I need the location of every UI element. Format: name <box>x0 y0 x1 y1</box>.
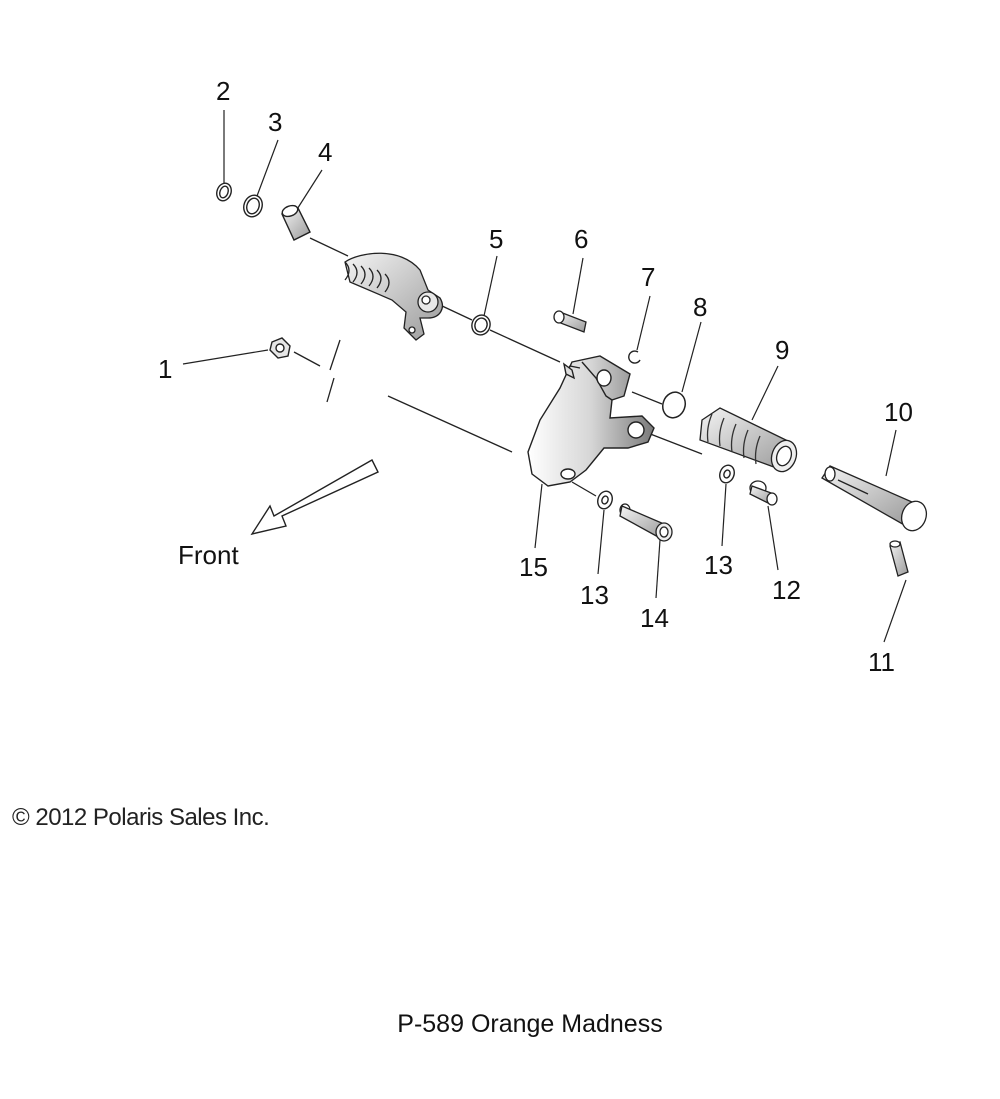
shift-arm-assembly <box>345 253 442 340</box>
callout-9: 9 <box>775 335 789 365</box>
callout-13-right: 13 <box>704 550 733 580</box>
callout-3: 3 <box>268 107 282 137</box>
caption-text: P-589 Orange Madness <box>397 1010 663 1038</box>
part-2-circlip <box>214 181 233 203</box>
callout-8: 8 <box>693 292 707 322</box>
part-1-nut <box>270 338 290 358</box>
callout-1: 1 <box>158 354 172 384</box>
leader-lines <box>182 110 907 643</box>
part-6-pin <box>554 311 586 332</box>
callout-15: 15 <box>519 552 548 582</box>
callout-12: 12 <box>772 575 801 605</box>
part-8-washer <box>659 389 689 421</box>
callout-7: 7 <box>641 262 655 292</box>
part-13-washer-right <box>717 463 736 485</box>
part-13-washer-left <box>595 489 614 511</box>
part-14-bolt <box>620 504 672 541</box>
copyright-notice: © 2012 Polaris Sales Inc. <box>12 804 270 831</box>
callout-2: 2 <box>216 76 230 106</box>
part-12-bolt <box>750 481 777 505</box>
callout-14: 14 <box>640 603 669 633</box>
part-4-bushing <box>281 204 310 240</box>
diagram-caption: P-589 Orange Madness <box>0 1010 1000 1039</box>
callout-6: 6 <box>574 224 588 254</box>
part-15-bracket <box>528 356 654 486</box>
part-11-pin <box>890 541 908 576</box>
callouts: 1 2 3 4 5 6 7 8 9 10 11 12 13 13 14 15 <box>158 76 913 677</box>
callout-5: 5 <box>489 224 503 254</box>
part-9-footpeg-rubber <box>700 408 801 475</box>
callout-10: 10 <box>884 397 913 427</box>
front-label: Front <box>178 540 239 570</box>
callout-11: 11 <box>868 647 895 677</box>
part-7-e-clip <box>629 351 640 363</box>
callout-13-left: 13 <box>580 580 609 610</box>
part-10-pivot-pin <box>822 466 930 534</box>
callout-4: 4 <box>318 137 332 167</box>
part-3-washer <box>241 193 265 220</box>
part-5-o-ring <box>469 313 493 338</box>
front-direction-arrow <box>250 459 379 536</box>
